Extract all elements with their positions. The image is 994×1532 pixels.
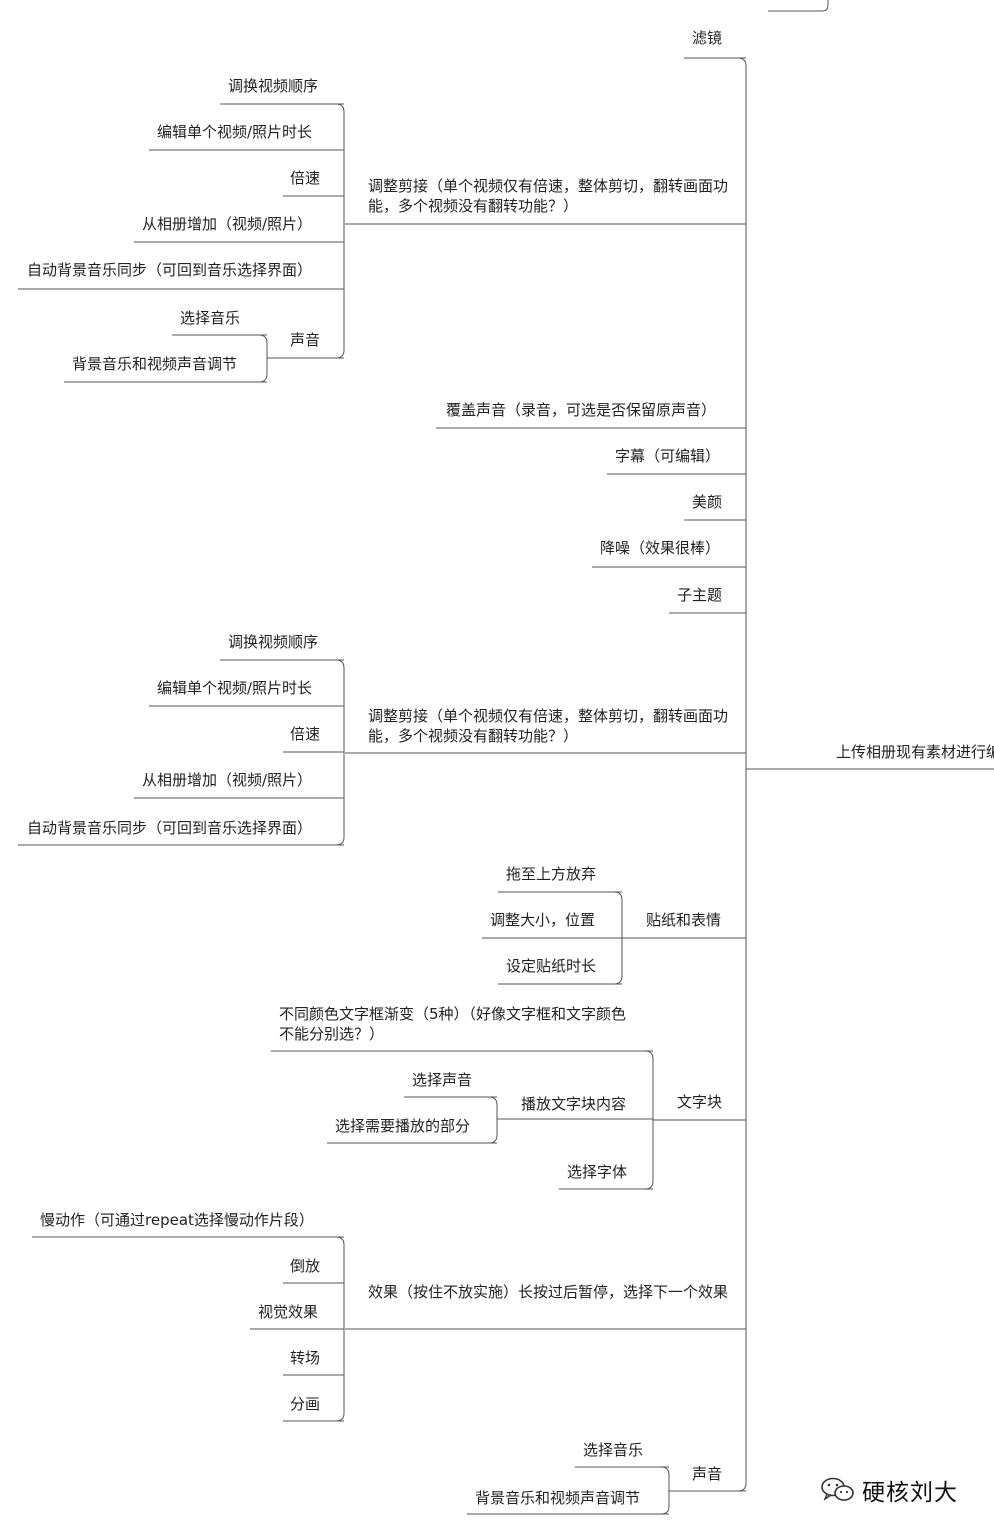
node-effects[interactable]: 效果（按住不放实施）长按过后暂停，选择下一个效果	[368, 1283, 729, 1301]
node-edit-duration-1[interactable]: 编辑单个视频/照片时长	[157, 123, 313, 141]
node-swap-order-2[interactable]: 调换视频顺序	[228, 633, 319, 651]
node-auto-bgm-sync-1[interactable]: 自动背景音乐同步（可回到音乐选择界面）	[27, 261, 313, 279]
node-swap-order-1[interactable]: 调换视频顺序	[228, 77, 319, 95]
node-subtitles[interactable]: 字幕（可编辑）	[615, 447, 721, 465]
node-speed-2[interactable]: 倍速	[290, 725, 321, 743]
wechat-icon	[821, 1477, 854, 1501]
node-choose-music-2[interactable]: 选择音乐	[583, 1441, 644, 1459]
node-resize-position[interactable]: 调整大小，位置	[490, 911, 596, 929]
node-split-screen[interactable]: 分画	[290, 1395, 321, 1413]
node-beauty[interactable]: 美颜	[692, 493, 723, 511]
node-choose-voice[interactable]: 选择声音	[412, 1071, 473, 1089]
node-bgm-video-balance-1[interactable]: 背景音乐和视频声音调节	[72, 355, 238, 373]
node-speed-1[interactable]: 倍速	[290, 169, 321, 187]
node-slow-motion[interactable]: 慢动作（可通过repeat选择慢动作片段）	[40, 1211, 314, 1229]
node-choose-font[interactable]: 选择字体	[567, 1163, 628, 1181]
node-edit-duration-2[interactable]: 编辑单个视频/照片时长	[157, 679, 313, 697]
node-stickers[interactable]: 贴纸和表情	[646, 911, 722, 929]
node-sticker-duration[interactable]: 设定贴纸时长	[506, 957, 597, 975]
node-text-block[interactable]: 文字块	[677, 1093, 723, 1111]
node-auto-bgm-sync-2[interactable]: 自动背景音乐同步（可回到音乐选择界面）	[27, 819, 313, 837]
node-adjust-clip-2[interactable]: 调整剪接（单个视频仅有倍速，整体剪切，翻转画面功能，多个视频没有翻转功能？）	[368, 707, 729, 745]
node-sound-2[interactable]: 声音	[692, 1465, 723, 1483]
node-add-from-album-2[interactable]: 从相册增加（视频/照片）	[142, 771, 313, 789]
node-drag-discard[interactable]: 拖至上方放弃	[506, 865, 597, 883]
node-choose-music-1[interactable]: 选择音乐	[180, 309, 241, 327]
node-adjust-clip-1[interactable]: 调整剪接（单个视频仅有倍速，整体剪切，翻转画面功能，多个视频没有翻转功能？）	[368, 177, 729, 215]
node-subtopic[interactable]: 子主题	[677, 586, 723, 604]
node-voiceover[interactable]: 覆盖声音（录音，可选是否保留原声音）	[446, 401, 717, 419]
node-denoise[interactable]: 降噪（效果很棒）	[600, 539, 721, 557]
node-transition[interactable]: 转场	[290, 1349, 321, 1367]
node-visual-effects[interactable]: 视觉效果	[258, 1303, 319, 1321]
watermark: 硬核刘大	[820, 1470, 958, 1510]
watermark-text: 硬核刘大	[862, 1480, 958, 1506]
node-filter[interactable]: 滤镜	[692, 29, 723, 47]
node-play-text[interactable]: 播放文字块内容	[521, 1095, 627, 1113]
node-add-from-album-1[interactable]: 从相册增加（视频/照片）	[142, 215, 313, 233]
node-text-gradient[interactable]: 不同颜色文字框渐变（5种）（好像文字框和文字颜色不能分别选？）	[279, 1005, 627, 1043]
node-bgm-video-balance-2[interactable]: 背景音乐和视频声音调节	[475, 1489, 641, 1507]
node-root[interactable]: 上传相册现有素材进行编	[836, 743, 994, 761]
node-sound-1[interactable]: 声音	[290, 331, 321, 349]
node-reverse[interactable]: 倒放	[290, 1257, 321, 1275]
node-choose-part[interactable]: 选择需要播放的部分	[335, 1117, 471, 1135]
